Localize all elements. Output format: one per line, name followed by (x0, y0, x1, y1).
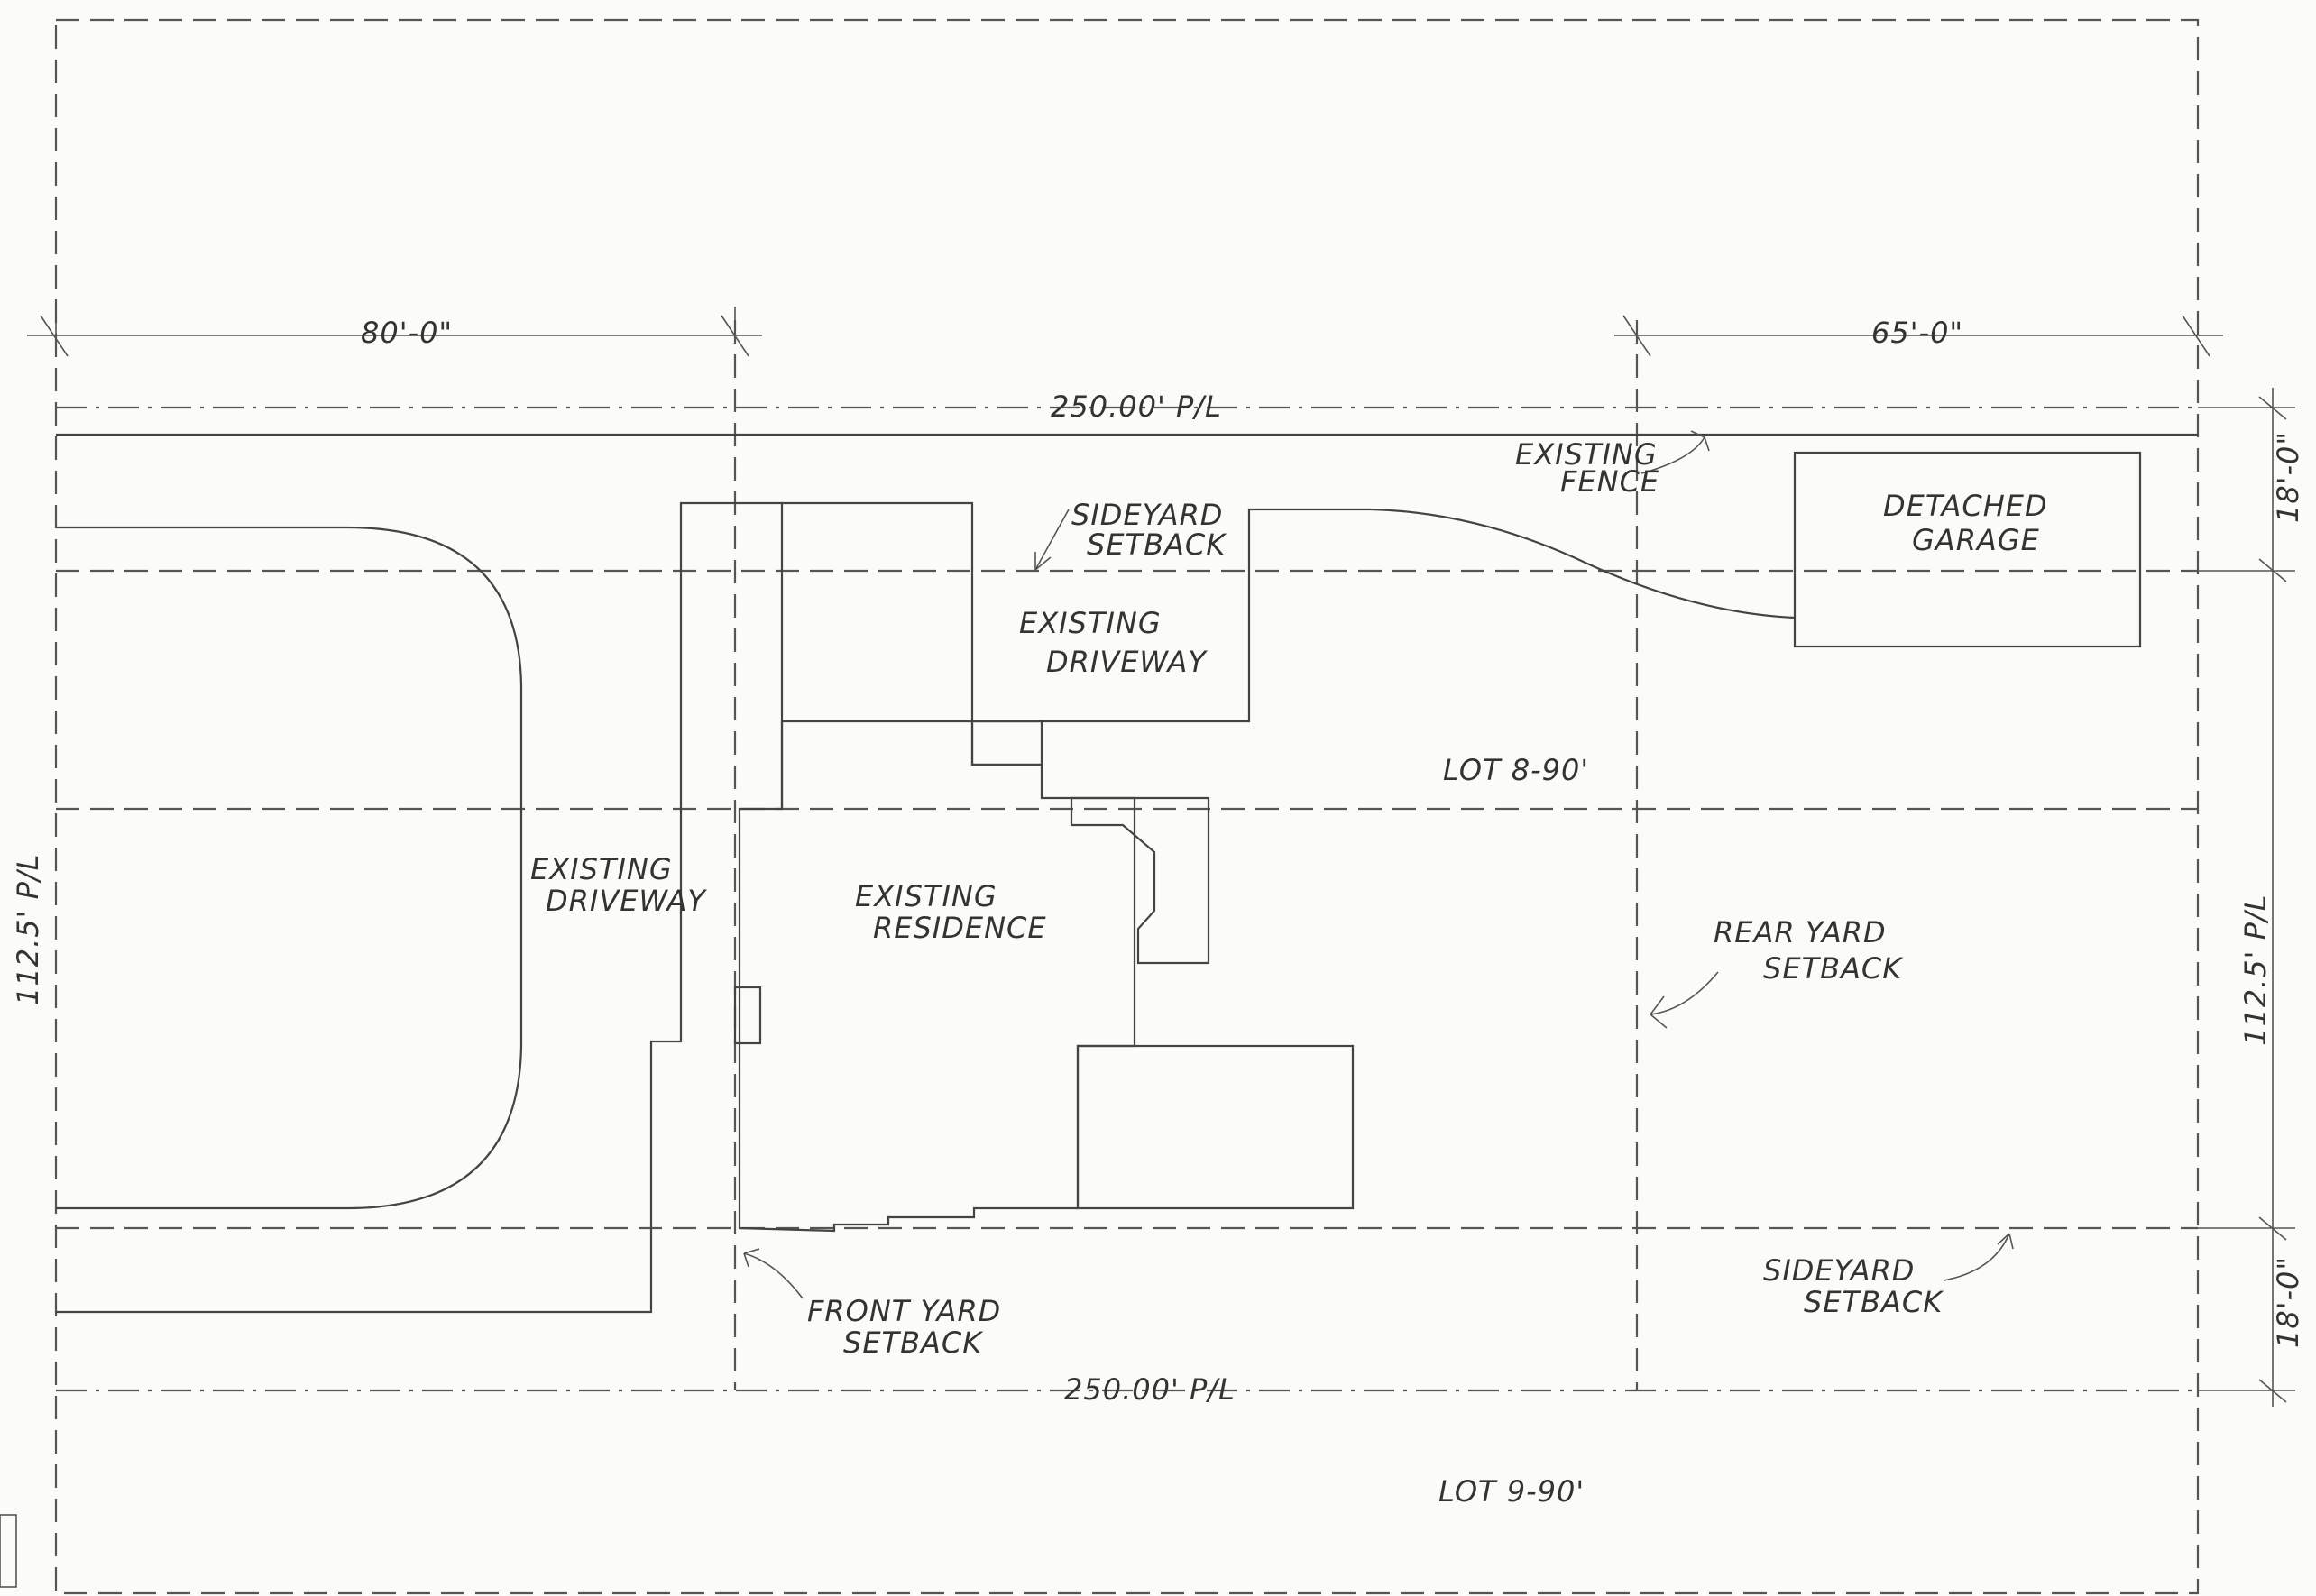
front-yard-dimension (27, 307, 762, 357)
corner-mark (0, 1514, 17, 1588)
right-side-dimensions (2198, 388, 2295, 1407)
lot-8-label: LOT 8-90' (1443, 753, 1589, 787)
bottom-property-line-text: 250.00' P/L (1064, 1372, 1236, 1407)
existing-driveway-top-label-2: DRIVEWAY (1046, 645, 1208, 679)
bottom-side-setback-text: 18'-0" (2271, 1256, 2305, 1348)
top-side-setback-text: 18'-0" (2271, 431, 2305, 523)
left-property-line-text: 112.5' P/L (11, 854, 45, 1005)
existing-driveway-top-label-1: EXISTING (1019, 606, 1162, 640)
top-driveway-outline (782, 501, 1796, 723)
right-property-line-text: 112.5' P/L (2238, 894, 2273, 1046)
lot-9-label: LOT 9-90' (1438, 1474, 1585, 1509)
hatched-addition (1076, 1044, 1355, 1210)
existing-driveway-left-label-1: EXISTING (530, 852, 673, 886)
rear-yard-leader (1650, 971, 1719, 1029)
front-yard-setback-label-2: SETBACK (843, 1325, 984, 1360)
sideyard-setback-bottom-label-1: SIDEYARD (1763, 1253, 1915, 1288)
sideyard-leader-top (1034, 509, 1070, 571)
sideyard-leader-bottom (1943, 1233, 2014, 1281)
left-driveway-outline (56, 526, 523, 1210)
rear-yard-setback-label-2: SETBACK (1763, 951, 1904, 986)
existing-driveway-left-label-2: DRIVEWAY (546, 884, 707, 918)
rear-yard-dimension (1614, 315, 2223, 357)
sheet-border (54, 18, 2200, 1595)
rear-yard-dimension-text: 65'-0" (1871, 316, 1963, 350)
front-yard-dimension-text: 80'-0" (361, 316, 453, 350)
existing-fence-label-2: FENCE (1560, 464, 1659, 499)
detached-garage-outline (1793, 451, 2142, 648)
sideyard-setback-top-label-1: SIDEYARD (1071, 498, 1223, 532)
front-yard-leader (743, 1248, 804, 1299)
hatched-bay (1070, 796, 1210, 965)
residence-stoop (733, 986, 762, 1045)
rear-yard-setback-label-1: REAR YARD (1714, 915, 1887, 949)
top-property-line-text: 250.00' P/L (1051, 390, 1222, 424)
existing-residence-label-1: EXISTING (855, 879, 997, 913)
front-yard-setback-label-1: FRONT YARD (807, 1294, 1001, 1328)
existing-residence-label-2: RESIDENCE (873, 911, 1047, 945)
sideyard-setback-top-label-2: SETBACK (1087, 527, 1227, 562)
hatched-porch-top (970, 720, 1043, 766)
sideyard-setback-bottom-label-2: SETBACK (1804, 1285, 1944, 1319)
fence-leader (1640, 430, 1710, 474)
detached-garage-label-1: DETACHED (1883, 489, 2048, 523)
existing-fence-label-1: EXISTING (1515, 437, 1658, 472)
detached-garage-label-2: GARAGE (1912, 523, 2040, 557)
